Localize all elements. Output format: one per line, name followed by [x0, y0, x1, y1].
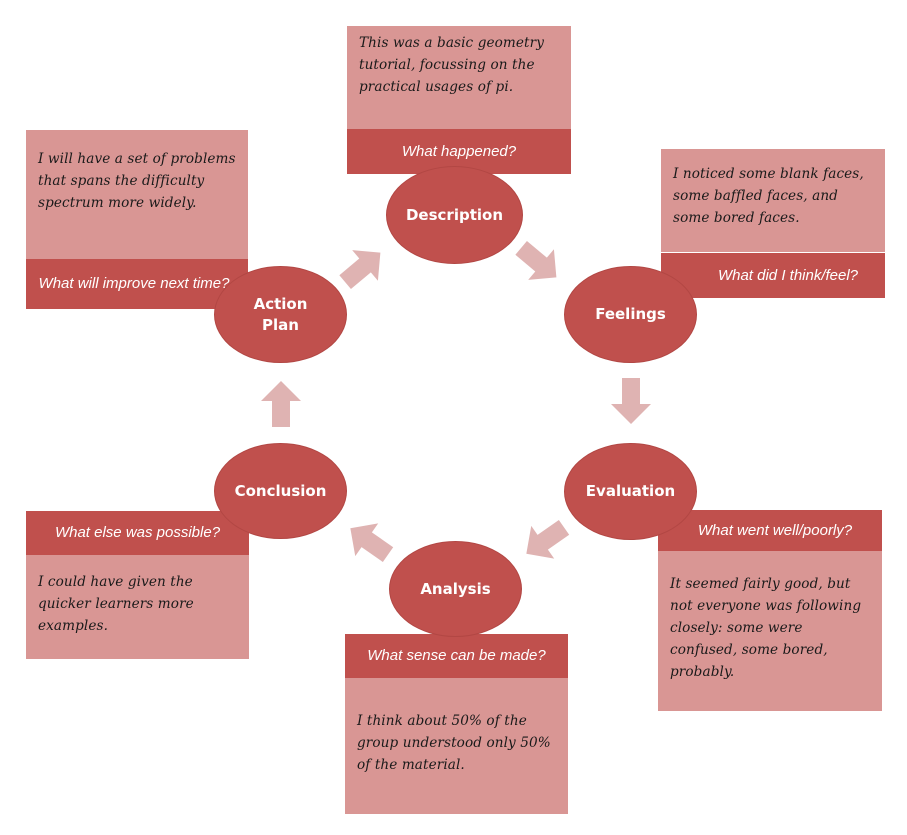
conclusion-node: Conclusion: [214, 443, 347, 539]
arrow-conclusion-to-action-plan-shape: [261, 381, 301, 427]
action-plan-node: Action Plan: [214, 266, 347, 363]
arrow-description-to-feelings-shape: [515, 240, 557, 280]
action-plan-note: I will have a set of problems that spans…: [26, 130, 248, 259]
arrow-feelings-to-evaluation-shape: [611, 378, 651, 424]
analysis-question: What sense can be made?: [345, 634, 568, 678]
evaluation-question: What went well/poorly?: [658, 510, 882, 551]
action-plan-question: What will improve next time?: [26, 259, 248, 309]
feelings-note: I noticed some blank faces, some baffled…: [661, 149, 885, 252]
feelings-node: Feelings: [564, 266, 697, 363]
analysis-node: Analysis: [389, 541, 522, 637]
feelings-question: What did I think/feel?: [661, 253, 885, 298]
evaluation-note: It seemed fairly good, but not everyone …: [658, 551, 882, 711]
arrow-action-plan-to-description-shape: [339, 250, 381, 290]
arrow-evaluation-to-analysis-shape: [526, 520, 570, 559]
conclusion-note: I could have given the quicker learners …: [26, 555, 249, 659]
evaluation-node: Evaluation: [564, 443, 697, 540]
arrow-analysis-to-conclusion-shape: [350, 523, 394, 562]
analysis-note: I think about 50% of the group understoo…: [345, 678, 568, 814]
description-node: Description: [386, 166, 523, 264]
conclusion-question: What else was possible?: [26, 511, 249, 555]
description-note: This was a basic geometry tutorial, focu…: [347, 26, 571, 129]
